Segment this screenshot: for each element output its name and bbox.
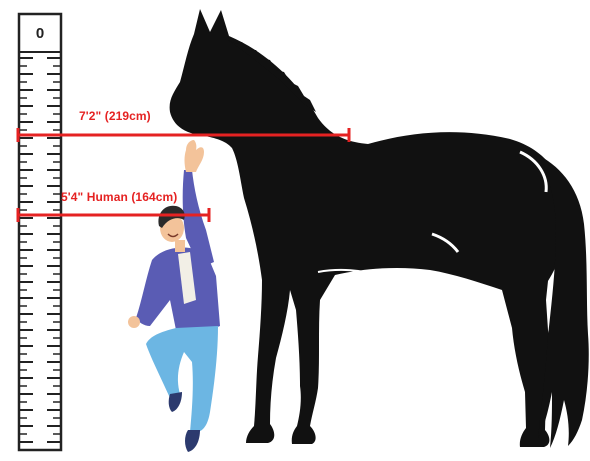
person-lower-hand — [128, 316, 140, 328]
person-left-shoe — [169, 392, 182, 412]
height-ruler-icon: 0 — [19, 14, 61, 450]
person-jeans — [146, 326, 218, 432]
ruler-top-marker: 0 — [36, 25, 44, 42]
person-raised-hand — [185, 140, 205, 172]
person-right-shoe — [185, 430, 200, 452]
horse-height-label: 7'2" (219cm) — [79, 109, 151, 123]
person-figure-icon — [128, 140, 220, 452]
human-height-label: 5'4" Human (164cm) — [61, 190, 177, 204]
horse-silhouette-icon — [170, 9, 589, 448]
person-neck — [175, 240, 185, 252]
horse-body — [170, 9, 566, 447]
person-jacket — [136, 248, 220, 333]
ruler-body — [19, 14, 61, 450]
